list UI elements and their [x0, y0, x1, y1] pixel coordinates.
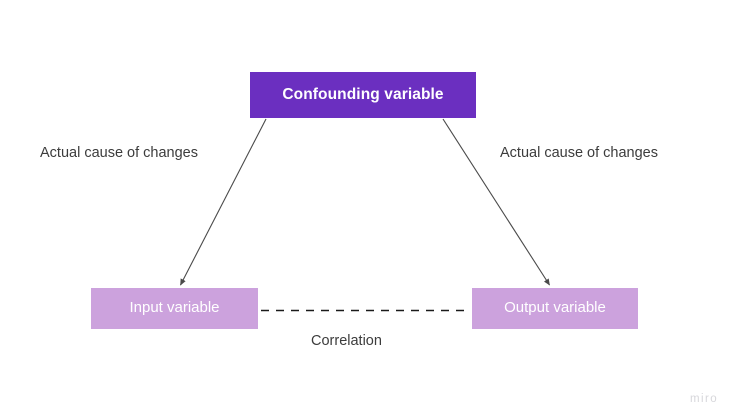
node-output-variable[interactable]: Output variable [472, 288, 638, 329]
edge-label-correlation: Correlation [311, 333, 382, 349]
node-input-variable[interactable]: Input variable [91, 288, 258, 329]
node-input-variable-label: Input variable [129, 299, 220, 317]
arrow-confounding-to-input [180, 118, 267, 286]
edge-label-right-actual-cause: Actual cause of changes [500, 145, 658, 161]
node-confounding-variable-label: Confounding variable [282, 86, 444, 104]
edge-label-left-actual-cause: Actual cause of changes [40, 145, 198, 161]
node-confounding-variable[interactable]: Confounding variable [250, 72, 476, 118]
arrow-confounding-to-output [442, 118, 550, 286]
miro-watermark: miro [690, 393, 718, 405]
node-output-variable-label: Output variable [504, 299, 606, 317]
